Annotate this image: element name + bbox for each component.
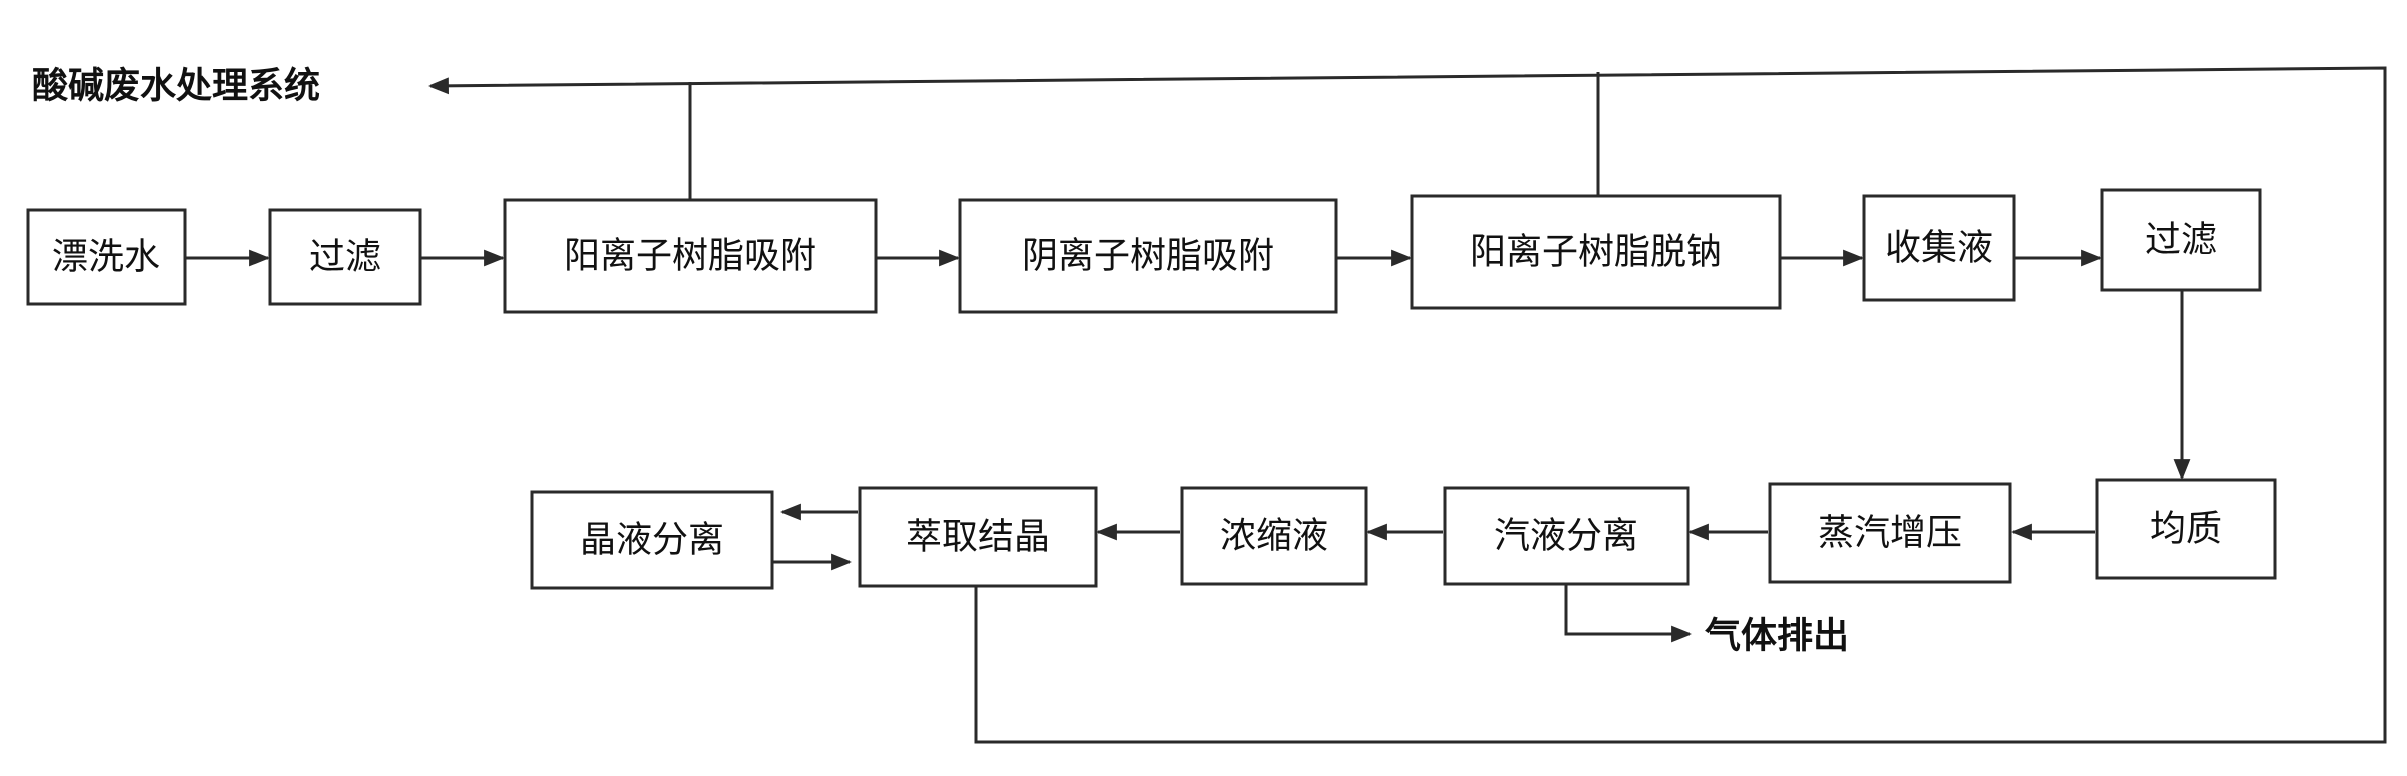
node-label: 萃取结晶 (906, 517, 1050, 558)
node-crystal-sep: 晶液分离 (530, 490, 774, 590)
node-label: 均质 (2150, 509, 2222, 550)
gas-exhaust-label: 气体排出 (1705, 616, 1849, 657)
node-filter-1: 过滤 (268, 208, 422, 306)
node-rinse-water: 漂洗水 (26, 208, 187, 306)
node-label: 漂洗水 (52, 237, 160, 278)
node-label: 蒸汽增压 (1818, 513, 1962, 554)
node-collect-liquid: 收集液 (1862, 194, 2016, 302)
node-label: 收集液 (1885, 228, 1993, 269)
node-cation-adsorb: 阳离子树脂吸附 (503, 198, 878, 314)
node-gas-liquid-sep: 汽液分离 (1443, 486, 1690, 586)
wastewater-system-label: 酸碱废水处理系统 (32, 66, 320, 107)
node-label: 阳离子树脂吸附 (564, 236, 816, 277)
node-label: 浓缩液 (1220, 516, 1328, 557)
connectors (185, 66, 2387, 744)
node-filter-2: 过滤 (2100, 188, 2262, 292)
node-cation-desorb: 阳离子树脂脱钠 (1410, 194, 1782, 310)
node-concentrate: 浓缩液 (1180, 486, 1368, 586)
node-label: 汽液分离 (1494, 516, 1638, 557)
node-label: 过滤 (309, 237, 381, 278)
node-label: 晶液分离 (580, 520, 724, 561)
node-label: 阳离子树脂脱钠 (1470, 232, 1722, 273)
node-extract-crystal: 萃取结晶 (858, 486, 1098, 588)
node-anion-adsorb: 阴离子树脂吸附 (958, 198, 1338, 314)
loop-to-wastewater-system (427, 66, 2387, 744)
node-label: 阴离子树脂吸附 (1022, 236, 1274, 277)
node-homogenize: 均质 (2095, 478, 2277, 580)
node-evap-compress: 蒸汽增压 (1768, 482, 2012, 584)
arrow-gas-exhaust (1564, 582, 1693, 643)
node-label: 过滤 (2145, 220, 2217, 261)
